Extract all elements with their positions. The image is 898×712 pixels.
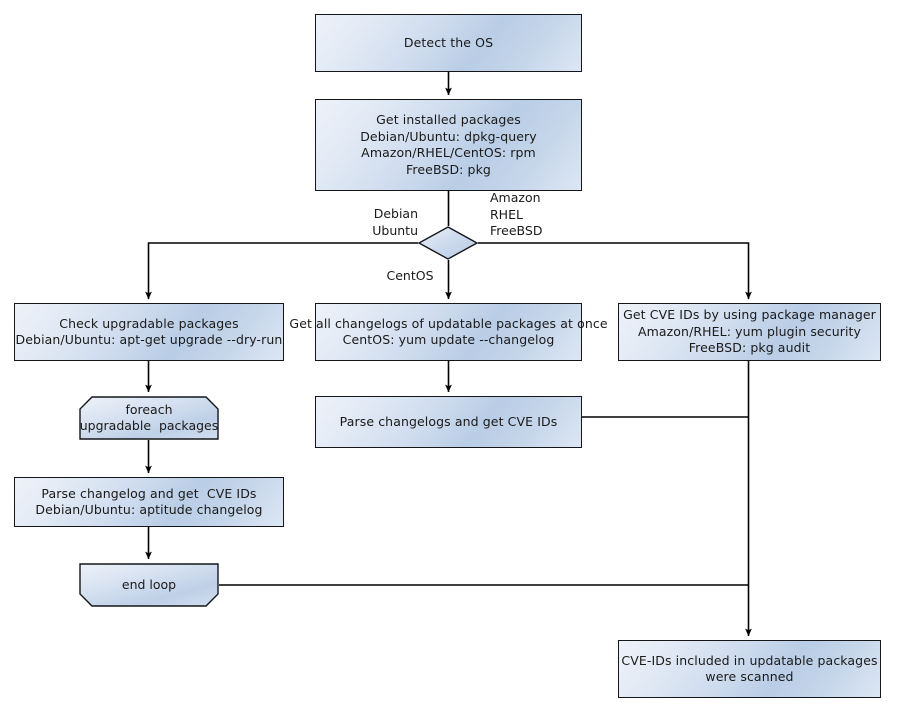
node-foreach-loop[interactable]: foreach upgradable packages <box>79 396 219 440</box>
node-end-loop-label: end loop <box>121 576 177 592</box>
node-parse-changelog-left[interactable]: Parse changelog and get CVE IDs Debian/U… <box>14 477 284 527</box>
diamond-shape <box>417 226 479 260</box>
node-check-upgradable[interactable]: Check upgradable packages Debian/Ubuntu:… <box>14 303 284 361</box>
node-scanned-result-label: CVE-IDs included in updatable packages w… <box>621 652 878 685</box>
node-get-cve-package-manager-label: Get CVE IDs by using package manager Ama… <box>623 307 876 356</box>
edge-decision-to-check <box>145 242 418 300</box>
node-foreach-loop-label: foreach upgradable packages <box>79 401 219 434</box>
edge-label-amazon-rhel-freebsd: Amazon RHEL FreeBSD <box>490 190 543 238</box>
node-check-upgradable-label: Check upgradable packages Debian/Ubuntu:… <box>15 315 283 348</box>
node-get-all-changelogs-label: Get all changelogs of updatable packages… <box>289 315 608 348</box>
node-detect-os[interactable]: Detect the OS <box>315 14 582 72</box>
node-get-cve-package-manager[interactable]: Get CVE IDs by using package manager Ama… <box>618 303 881 361</box>
edge-label-debian-ubuntu: Debian Ubuntu <box>372 206 418 238</box>
node-get-all-changelogs[interactable]: Get all changelogs of updatable packages… <box>289 303 608 361</box>
node-get-installed-packages-label: Get installed packages Debian/Ubuntu: dp… <box>360 112 537 177</box>
node-end-loop[interactable]: end loop <box>79 563 219 607</box>
loop-start-shape <box>79 396 219 440</box>
edge-label-centos: CentOS <box>386 268 434 283</box>
loop-end-shape <box>79 563 219 607</box>
node-detect-os-label: Detect the OS <box>403 34 494 50</box>
node-parse-changelogs-center-label: Parse changelogs and get CVE IDs <box>339 413 558 429</box>
edge-decision-to-cvepkg <box>478 242 752 300</box>
node-scanned-result[interactable]: CVE-IDs included in updatable packages w… <box>618 640 881 698</box>
node-parse-changelog-left-label: Parse changelog and get CVE IDs Debian/U… <box>35 485 263 518</box>
node-os-decision[interactable] <box>417 226 479 260</box>
node-parse-changelogs-center[interactable]: Parse changelogs and get CVE IDs <box>315 396 582 448</box>
node-get-installed-packages[interactable]: Get installed packages Debian/Ubuntu: dp… <box>315 99 582 191</box>
